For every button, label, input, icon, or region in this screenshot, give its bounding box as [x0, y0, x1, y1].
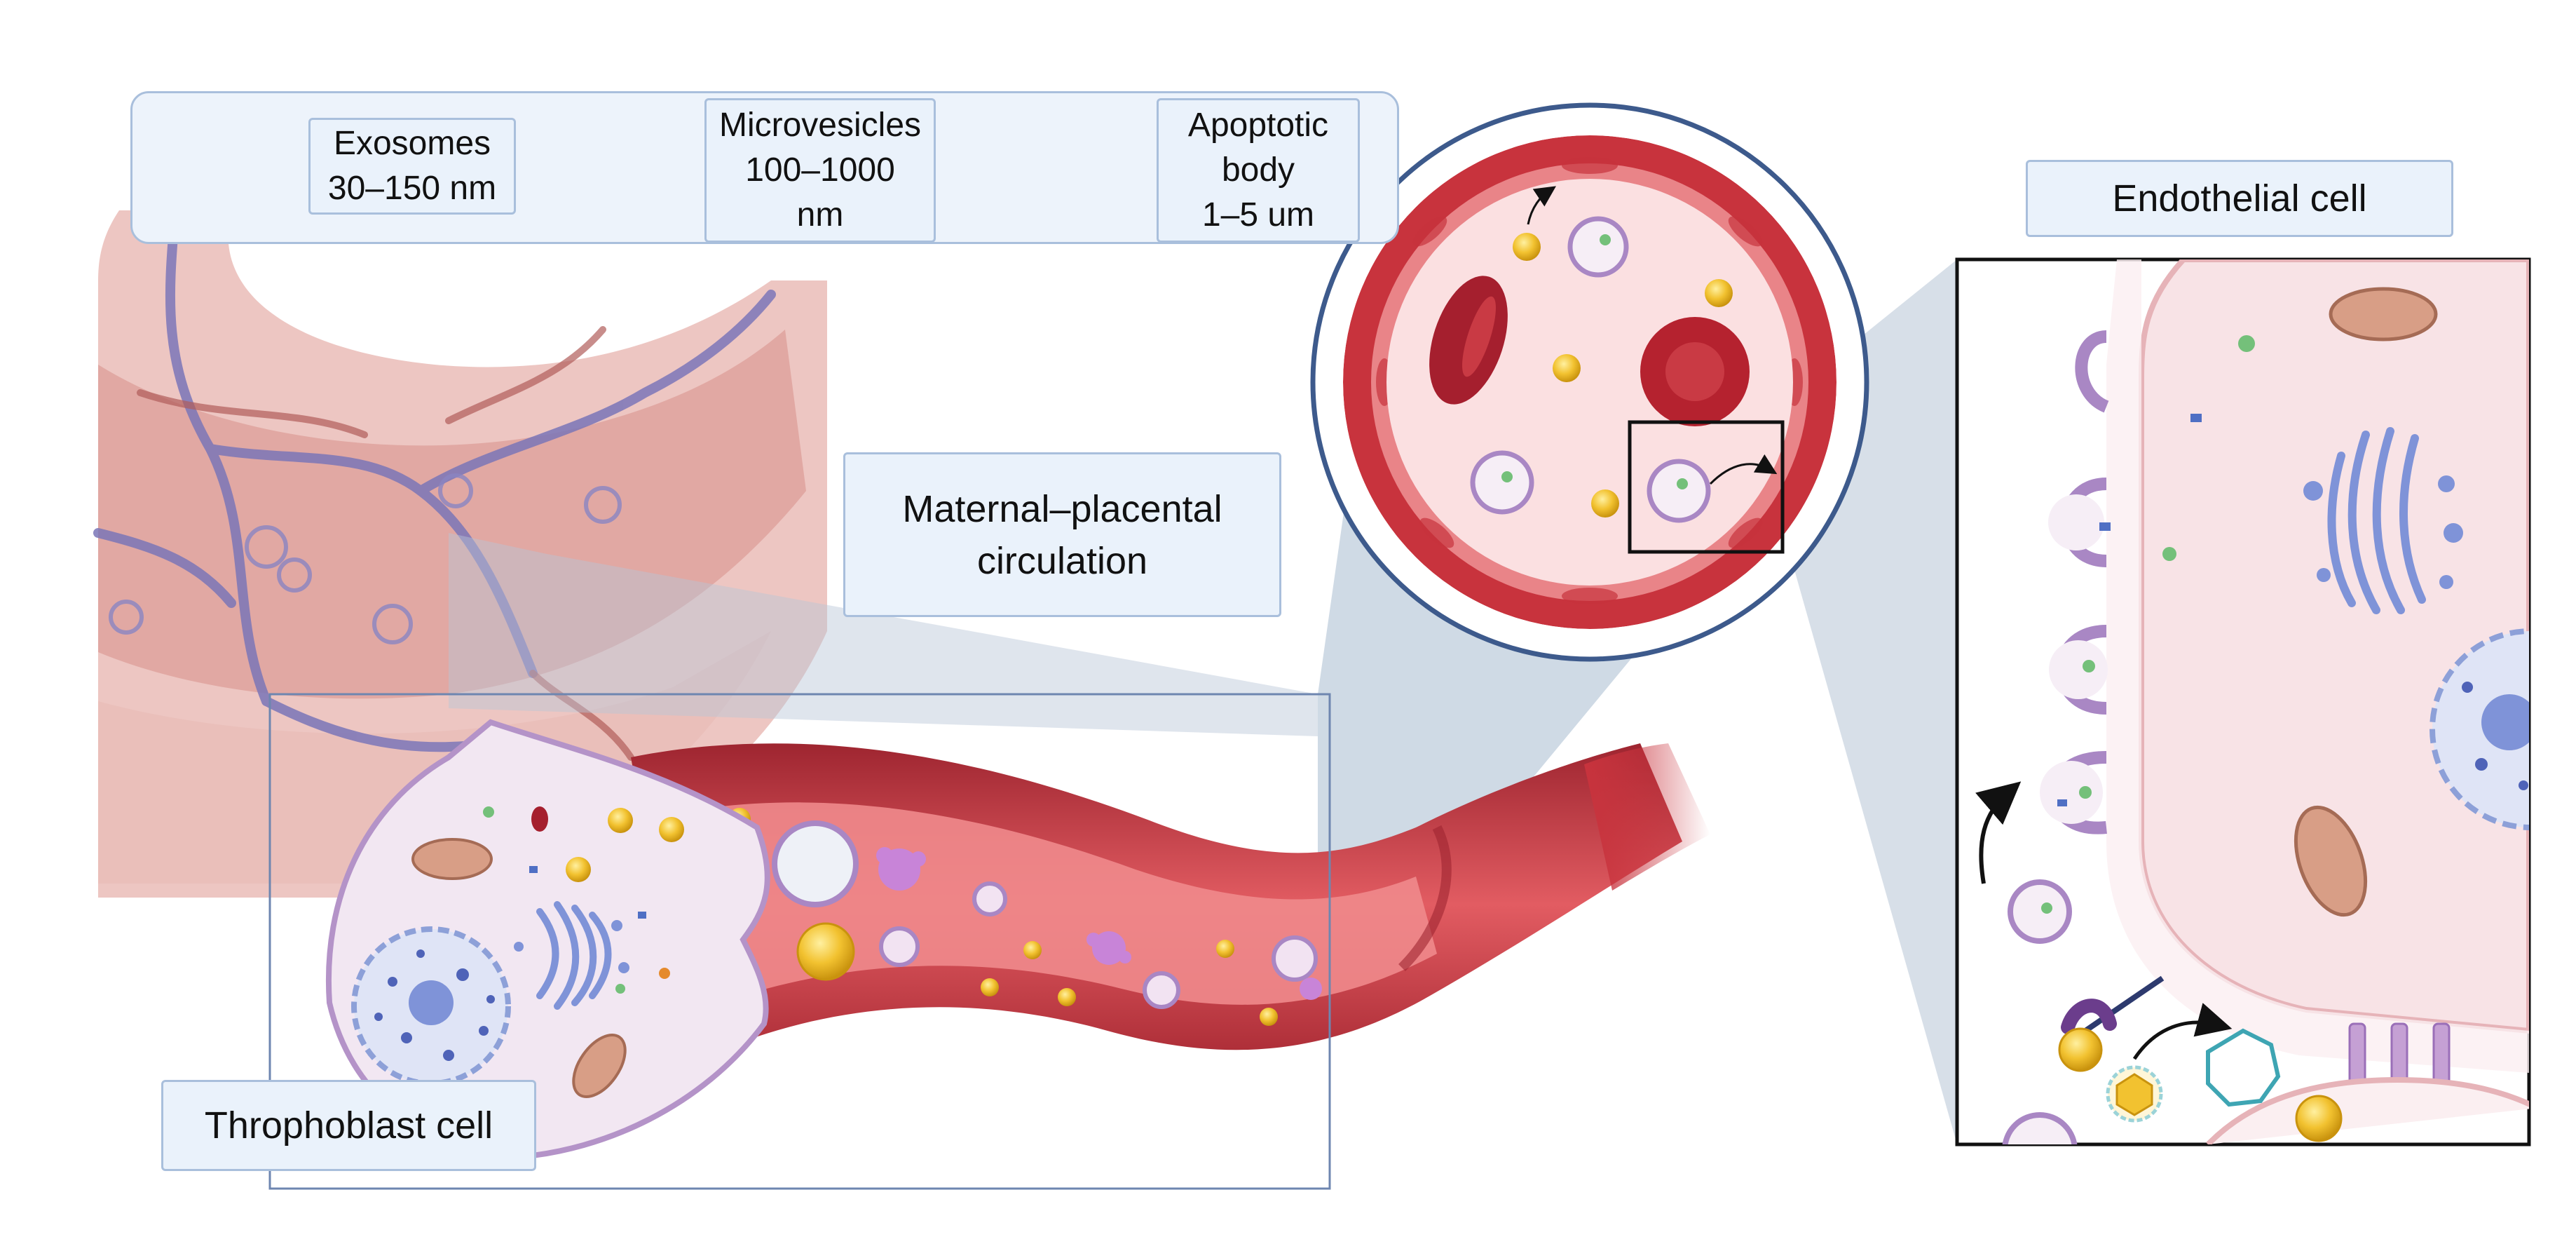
microvesicles-size-line2: nm	[796, 196, 844, 234]
circulation-line1: Maternal–placental	[902, 487, 1222, 530]
apoptotic-body-label: Apoptotic body 1–5 um	[1157, 98, 1360, 243]
exosomes-name: Exosomes	[333, 125, 491, 162]
circulation-line2: circulation	[976, 539, 1148, 582]
microvesicles-label: Microvesicles 100–1000 nm	[704, 98, 936, 243]
blood-vessel	[631, 743, 1710, 1066]
apoptotic-name-line1: Apoptotic	[1187, 107, 1329, 144]
circulation-label: Maternal–placental circulation	[843, 452, 1281, 617]
trophoblast-zoom-frame	[268, 693, 1331, 1190]
apoptotic-size: 1–5 um	[1201, 196, 1315, 234]
trophoblast-text: Throphoblast cell	[204, 1104, 493, 1147]
microvesicles-size-line1: 100–1000	[745, 151, 895, 189]
apoptotic-name-line2: body	[1221, 151, 1295, 189]
endothelial-text: Endothelial cell	[2112, 177, 2367, 219]
cross-section-zoom-box	[1628, 420, 1785, 554]
endothelial-panel	[1955, 257, 2531, 1147]
vessel-cross-section	[1310, 102, 1869, 662]
microvesicles-name: Microvesicles	[718, 107, 922, 144]
vessel-particles	[728, 808, 1322, 1026]
placenta-illustration	[93, 205, 827, 898]
exosomes-label: Exosomes 30–150 nm	[308, 118, 516, 215]
trophoblast-cell	[326, 719, 770, 1161]
endothelial-label: Endothelial cell	[2026, 160, 2453, 237]
exosomes-size: 30–150 nm	[327, 170, 497, 207]
trophoblast-label: Throphoblast cell	[161, 1080, 536, 1171]
